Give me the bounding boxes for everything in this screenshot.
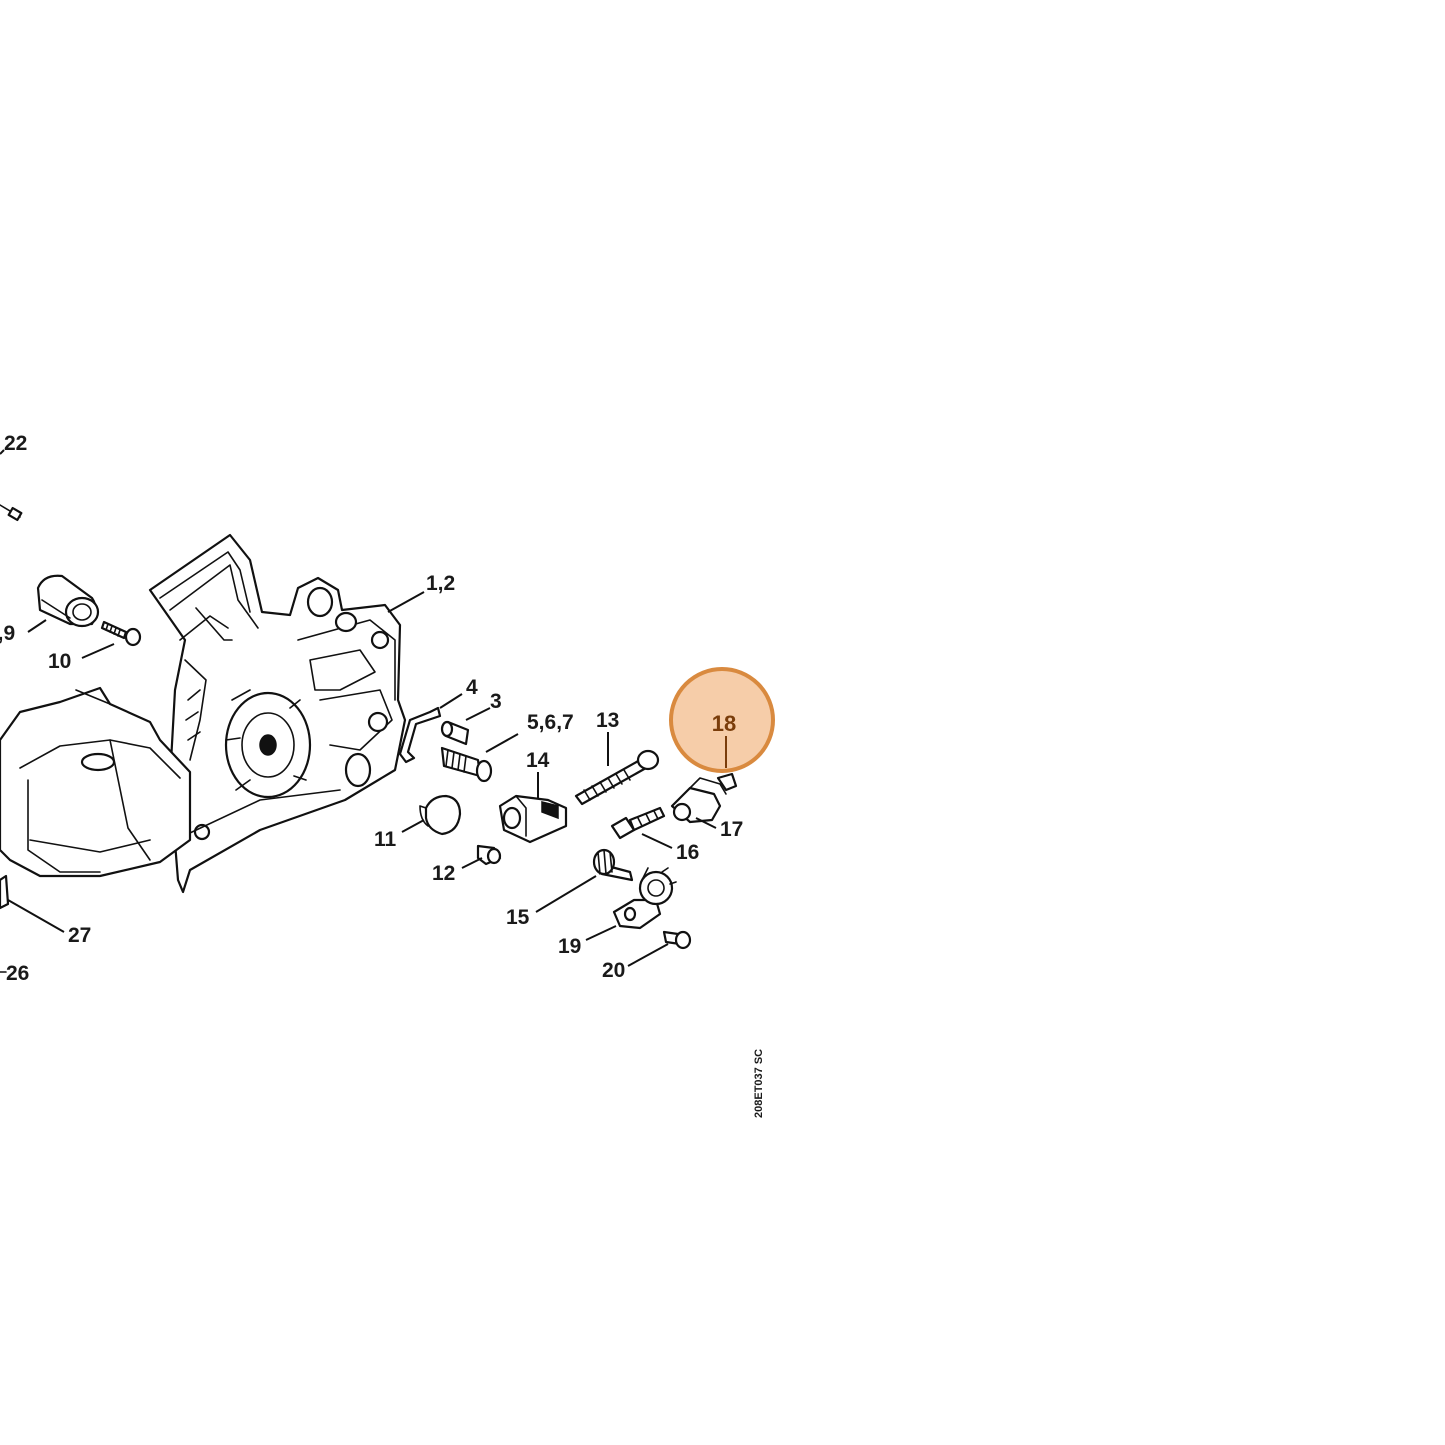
callout-26: 26 [6,962,29,985]
callout-11: 11 [374,828,397,851]
callout-17: 17 [720,818,743,841]
callout-22: 22 [4,432,27,455]
part-22-screw [0,504,23,522]
part-1-2-crankcase [148,533,407,894]
callout-labels: 22 1,2 8,9 10 4 3 5,6,7 13 14 11 12 17 1… [0,432,743,985]
part-14-block [498,794,568,844]
part-17-bracket [670,777,727,824]
callout-4: 4 [466,676,478,699]
part-tank-housing [0,686,192,878]
part-16-screw [610,806,666,840]
callout-27: 27 [68,924,91,947]
part-19-tensioner [612,867,677,930]
part-3-sleeve [440,720,470,746]
highlight-callout-18[interactable]: 18 [669,667,775,773]
part-13-threaded-rod [574,749,660,806]
part-20-screw [662,930,692,950]
callout-8-9: 8,9 [0,622,15,645]
part-4-spring-clip [398,706,442,764]
callout-12: 12 [432,862,455,885]
callout-18: 18 [712,711,736,736]
callout-5-6-7: 5,6,7 [527,711,574,734]
part-8-9-annular-buffer [36,574,100,628]
callout-3: 3 [490,690,502,713]
callout-10: 10 [48,650,71,673]
drawing-code: 208ET037 SC [753,1049,765,1118]
part-5-6-7-bolt [440,746,493,783]
part-10-screw [100,620,142,647]
callout-1-2: 1,2 [426,572,455,595]
callout-16: 16 [676,841,699,864]
part-18-clip [716,772,738,792]
leader-lines [0,449,717,967]
callout-15: 15 [506,906,530,929]
callout-19: 19 [558,935,581,958]
part-12-plug [476,844,502,866]
part-15-knob [592,848,634,882]
callout-13: 13 [596,709,619,732]
part-11-plug [419,794,462,836]
callout-20: 20 [602,959,625,982]
callout-14: 14 [526,749,550,772]
part-27-cap [0,874,10,910]
